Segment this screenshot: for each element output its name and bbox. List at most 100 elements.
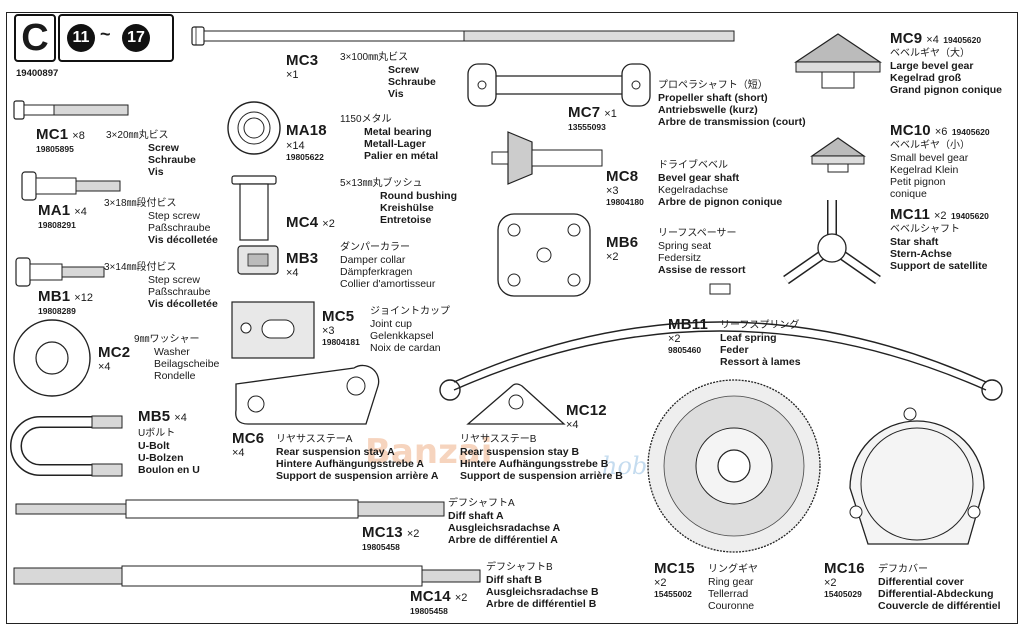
part-label-ma18: MA18 ×14 19805622	[286, 122, 327, 162]
part-label-mc15: MC15 ×2 15455002	[654, 560, 695, 599]
part-label-mc16: MC16 ×2 15405029	[824, 560, 865, 599]
part-qty: ×12	[74, 292, 93, 304]
part-label-mc13: MC13×2 19805458	[362, 524, 419, 552]
part-number: 19805622	[286, 152, 324, 162]
part-label-mc6: MC6 ×4	[232, 430, 264, 459]
part-jp: リーフスペーサー	[658, 228, 737, 239]
part-desc-fr: Collier d'amortisseur	[340, 278, 436, 290]
part-label-mc7: MC7×1 13555093	[568, 104, 617, 132]
part-label-mb5: MB5×4 Uボルト U-Bolt U-Bolzen Boulon en U	[138, 408, 200, 476]
part-number: 19805895	[36, 144, 74, 154]
part-qty: ×3	[606, 185, 619, 197]
part-desc-mc14: デフシャフトB Diff shaft B Ausgleichsradachse …	[486, 562, 599, 610]
part-desc-en: Diff shaft A	[448, 510, 504, 522]
parts-sheet-frame	[6, 12, 1018, 624]
part-desc-en: Diff shaft B	[486, 574, 542, 586]
part-label-mc11: MC11×2 19405620 ベベルシャフト Star shaft Stern…	[890, 206, 989, 272]
part-jp: ベベルギヤ（大）	[890, 48, 970, 59]
part-desc-fr: Assise de ressort	[658, 264, 746, 276]
part-code: MC16	[824, 560, 865, 577]
part-desc-de: Metall-Lager	[364, 138, 426, 150]
differential-cover-illustration	[849, 407, 985, 545]
part-qty: ×2	[654, 577, 667, 589]
step-to-badge: 17	[122, 24, 150, 52]
part-jp: リヤサスステーB	[460, 434, 537, 445]
part-label-mc10: MC10×6 19405620 ベベルギヤ（小） Small bevel gea…	[890, 122, 990, 200]
part-jp: 3×18㎜段付ビス	[104, 198, 177, 209]
part-jp: 1150メタル	[340, 114, 392, 125]
part-desc-fr-cont: conique	[890, 188, 927, 200]
part-desc-mc3: 3×100㎜丸ビス Screw Schraube Vis	[340, 52, 436, 100]
part-desc-en: Metal bearing	[364, 126, 432, 138]
part-label-mc14: MC14×2 19805458	[410, 588, 467, 616]
part-desc-mb6: リーフスペーサー Spring seat Federsitz Assise de…	[658, 228, 746, 276]
suspension-stay-a-illustration	[235, 364, 380, 425]
part-qty: ×14	[286, 140, 305, 152]
part-jp: 5×13㎜丸ブッシュ	[340, 178, 423, 189]
part-number: 13555093	[568, 122, 606, 132]
part-qty: ×4	[98, 361, 111, 373]
part-qty: ×1	[604, 108, 617, 120]
part-label-ma1: MA1×4 19808291	[38, 202, 87, 230]
part-number: 19405620	[951, 211, 989, 221]
part-desc-en: Star shaft	[890, 236, 939, 248]
part-desc-en: Propeller shaft (short)	[658, 92, 768, 104]
part-desc-de: Ausgleichsradachse B	[486, 586, 599, 598]
part-desc-fr: Boulon en U	[138, 464, 200, 476]
part-jp: リーフスプリング	[720, 320, 800, 331]
part-jp: ベベルギヤ（小）	[890, 140, 970, 151]
part-desc-en: Round bushing	[380, 190, 457, 202]
part-desc-mb1: 3×14㎜段付ビス Step screw Paßschraube Vis déc…	[104, 262, 218, 310]
part-desc-mc13: デフシャフトA Diff shaft A Ausgleichsradachse …	[448, 498, 560, 546]
part-jp: 9㎜ワッシャー	[134, 334, 200, 345]
part-desc-en: Leaf spring	[720, 332, 777, 344]
part-qty: ×1	[286, 69, 299, 81]
propeller-shaft-illustration	[467, 63, 651, 107]
part-desc-en: Step screw	[148, 210, 200, 222]
part-jp: 3×20㎜丸ビス	[106, 130, 169, 141]
part-qty: ×2	[322, 218, 335, 230]
part-desc-en: Bevel gear shaft	[658, 172, 740, 184]
part-number: 19804181	[322, 337, 360, 347]
part-desc-de: Tellerrad	[708, 588, 749, 600]
part-desc-de: Differential-Abdeckung	[878, 588, 994, 600]
part-desc-mc1: 3×20㎜丸ビス Screw Schraube Vis	[106, 130, 196, 178]
part-jp: ドライブベベル	[658, 160, 728, 171]
bag-part-number: 19400897	[16, 68, 59, 79]
part-desc-de: Antriebswelle (kurz)	[658, 104, 758, 116]
part-label-mc8: MC8 ×3 19804180	[606, 168, 644, 207]
step-from-badge: 11	[67, 24, 95, 52]
star-shaft-illustration	[783, 200, 881, 285]
part-qty: ×2	[606, 251, 619, 263]
part-qty: ×4	[74, 206, 87, 218]
part-code: MC9	[890, 30, 923, 47]
part-desc-en: Rear suspension stay A	[276, 446, 395, 458]
part-desc-mc2: 9㎜ワッシャー Washer Beilagscheibe Rondelle	[134, 334, 219, 382]
part-desc-en: Damper collar	[340, 254, 406, 266]
part-desc-fr: Noix de cardan	[370, 342, 441, 354]
part-qty: ×2	[934, 210, 947, 222]
part-label-mb3: MB3 ×4	[286, 250, 318, 279]
part-number: 19805458	[410, 606, 448, 616]
part-desc-fr: Ressort à lames	[720, 356, 801, 368]
part-desc-mb3: ダンパーカラー Damper collar Dämpferkragen Coll…	[340, 242, 435, 290]
part-desc-fr: Petit pignon	[890, 176, 946, 188]
part-code: MC8	[606, 168, 639, 185]
part-desc-fr: Support de suspension arrière B	[460, 470, 623, 482]
step-separator: ~	[100, 24, 111, 44]
part-code: MC2	[98, 344, 131, 361]
joint-cup-illustration	[231, 301, 315, 359]
part-number: 19808291	[38, 220, 76, 230]
part-desc-de: Schraube	[388, 76, 436, 88]
part-desc-fr: Support de satellite	[890, 260, 988, 272]
part-jp: ベベルシャフト	[890, 224, 960, 235]
part-code: MB5	[138, 408, 171, 425]
part-jp: 3×14㎜段付ビス	[104, 262, 177, 273]
part-desc-fr: Support de suspension arrière A	[276, 470, 439, 482]
part-desc-de: Schraube	[148, 154, 196, 166]
part-qty: ×3	[322, 325, 335, 337]
part-label-mc1: MC1×8 19805895	[36, 126, 85, 154]
ring-gear-illustration	[647, 379, 821, 553]
part-number: 15405029	[824, 589, 862, 599]
part-desc-fr: Arbre de différentiel A	[448, 534, 558, 546]
